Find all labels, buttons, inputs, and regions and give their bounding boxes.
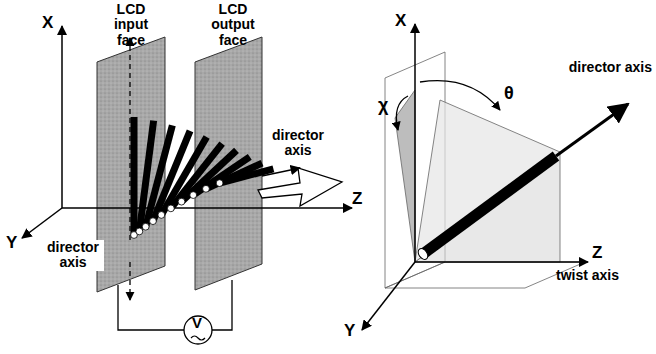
z-axis — [415, 261, 588, 263]
axis-label: Y — [344, 322, 355, 341]
voltage-label: V — [192, 315, 202, 332]
output-director-arrow — [262, 168, 300, 176]
theta-arc — [420, 81, 500, 110]
molecule-rod — [131, 117, 138, 235]
angle-label: θ — [504, 84, 514, 104]
axis-label: X — [395, 12, 406, 31]
director-rod — [423, 156, 556, 254]
rod-end — [416, 247, 430, 261]
voltage-source — [184, 316, 212, 344]
axis-label: twist axis — [556, 268, 619, 283]
chi-wedge — [395, 90, 415, 262]
molecule-end — [150, 218, 157, 225]
input-director-arrow — [129, 38, 130, 240]
input-director-arrow-lower — [129, 262, 130, 300]
molecule-end — [178, 198, 185, 205]
z-axis — [62, 207, 352, 209]
molecule-end — [203, 185, 210, 192]
molecule-end — [190, 192, 197, 199]
molecule-end — [167, 205, 174, 212]
director-axis-arrow — [556, 104, 628, 156]
plate-label: LCD output face — [200, 2, 266, 48]
molecule-end — [158, 212, 165, 219]
axis-label: Y — [6, 234, 17, 253]
director-label: director axis — [569, 60, 652, 75]
plane — [385, 262, 585, 288]
y-axis — [362, 262, 415, 330]
y-axis — [22, 208, 62, 238]
molecule-end — [142, 223, 149, 230]
axis-label: X — [42, 14, 53, 33]
molecule-end — [136, 228, 143, 235]
wire — [118, 285, 184, 330]
director-label: director axis — [268, 128, 328, 159]
plate-label: LCD input face — [100, 2, 162, 48]
axis-label: Z — [592, 244, 602, 263]
x-axis — [414, 24, 416, 262]
molecule-end — [216, 180, 223, 187]
theta-plane — [415, 100, 560, 262]
chi-arc — [396, 96, 408, 130]
x-axis — [61, 26, 63, 208]
wire — [212, 280, 232, 330]
molecule-rod — [171, 144, 222, 209]
axis-label: Z — [352, 190, 362, 209]
angle-label: χ — [378, 96, 388, 116]
zoom-arrow — [258, 168, 342, 206]
director-label: director axis — [42, 240, 104, 271]
ac-symbol — [191, 336, 205, 340]
liquid-crystal-molecules — [131, 117, 274, 238]
input-face-plate — [97, 37, 165, 292]
